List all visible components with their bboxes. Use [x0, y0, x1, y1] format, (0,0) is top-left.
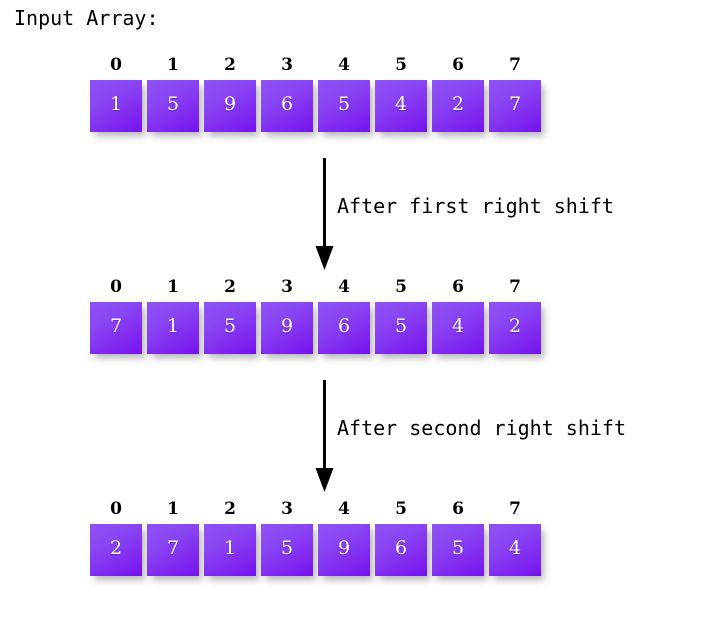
index-label: 6 [452, 277, 464, 297]
index-label: 0 [110, 499, 122, 519]
index-label: 2 [224, 277, 236, 297]
index-label: 4 [338, 55, 350, 75]
array-cell[interactable]: 9 [318, 524, 370, 576]
index-label: 6 [452, 499, 464, 519]
array-row-after-second-shift: 0 1 2 3 4 5 6 7 2 7 1 5 9 6 5 4 [90, 499, 560, 586]
index-label: 4 [338, 499, 350, 519]
cell-value: 2 [109, 536, 123, 559]
cell-value: 9 [223, 92, 237, 115]
array-cell[interactable]: 1 [147, 302, 199, 354]
index-label: 3 [281, 55, 293, 75]
cell-value: 7 [508, 92, 522, 115]
index-label: 7 [509, 499, 521, 519]
index-label: 3 [281, 499, 293, 519]
cells-strip: 1 5 9 6 5 4 2 7 [90, 80, 560, 142]
cells-strip: 7 1 5 9 6 5 4 2 [90, 302, 560, 364]
array-cell[interactable]: 1 [204, 524, 256, 576]
index-label: 0 [110, 277, 122, 297]
cell-value: 7 [109, 314, 123, 337]
array-cell[interactable]: 6 [318, 302, 370, 354]
cell-value: 6 [394, 536, 408, 559]
index-label: 5 [395, 55, 407, 75]
cell-value: 2 [451, 92, 465, 115]
index-label: 1 [167, 499, 179, 519]
array-row-input: 0 1 2 3 4 5 6 7 1 5 9 6 5 4 2 7 [90, 55, 560, 142]
array-cell[interactable]: 5 [204, 302, 256, 354]
index-label: 1 [167, 55, 179, 75]
array-cell[interactable]: 5 [318, 80, 370, 132]
cell-value: 6 [280, 92, 294, 115]
cell-value: 5 [166, 92, 180, 115]
array-cell[interactable]: 4 [432, 302, 484, 354]
array-cell[interactable]: 5 [261, 524, 313, 576]
cell-value: 1 [166, 314, 180, 337]
cell-value: 5 [394, 314, 408, 337]
down-arrow-icon [313, 380, 337, 492]
cells-strip: 2 7 1 5 9 6 5 4 [90, 524, 560, 586]
index-label: 7 [509, 277, 521, 297]
index-label: 6 [452, 55, 464, 75]
array-cell[interactable]: 4 [375, 80, 427, 132]
index-label: 2 [224, 499, 236, 519]
array-cell[interactable]: 7 [489, 80, 541, 132]
down-arrow-icon [313, 158, 337, 270]
index-label: 7 [509, 55, 521, 75]
page-title: Input Array: [14, 6, 159, 30]
index-label: 5 [395, 277, 407, 297]
array-cell[interactable]: 7 [147, 524, 199, 576]
cell-value: 6 [337, 314, 351, 337]
array-cell[interactable]: 5 [432, 524, 484, 576]
array-cell[interactable]: 7 [90, 302, 142, 354]
array-cell[interactable]: 5 [147, 80, 199, 132]
array-cell[interactable]: 6 [261, 80, 313, 132]
index-label: 4 [338, 277, 350, 297]
transition-caption: After first right shift [337, 194, 614, 218]
array-cell[interactable]: 5 [375, 302, 427, 354]
array-cell[interactable]: 6 [375, 524, 427, 576]
cell-value: 2 [508, 314, 522, 337]
index-label: 2 [224, 55, 236, 75]
array-cell[interactable]: 4 [489, 524, 541, 576]
array-cell[interactable]: 9 [204, 80, 256, 132]
index-strip: 0 1 2 3 4 5 6 7 [90, 499, 560, 524]
index-label: 0 [110, 55, 122, 75]
cell-value: 5 [337, 92, 351, 115]
cell-value: 7 [166, 536, 180, 559]
array-cell[interactable]: 2 [489, 302, 541, 354]
cell-value: 9 [280, 314, 294, 337]
cell-value: 1 [223, 536, 237, 559]
cell-value: 4 [394, 92, 408, 115]
array-cell[interactable]: 9 [261, 302, 313, 354]
index-label: 3 [281, 277, 293, 297]
array-cell[interactable]: 2 [432, 80, 484, 132]
index-label: 5 [395, 499, 407, 519]
cell-value: 5 [280, 536, 294, 559]
cell-value: 4 [451, 314, 465, 337]
cell-value: 1 [109, 92, 123, 115]
cell-value: 5 [223, 314, 237, 337]
index-label: 1 [167, 277, 179, 297]
cell-value: 4 [508, 536, 522, 559]
transition-caption: After second right shift [337, 416, 626, 440]
array-row-after-first-shift: 0 1 2 3 4 5 6 7 7 1 5 9 6 5 4 2 [90, 277, 560, 364]
array-cell[interactable]: 2 [90, 524, 142, 576]
index-strip: 0 1 2 3 4 5 6 7 [90, 277, 560, 302]
cell-value: 5 [451, 536, 465, 559]
array-cell[interactable]: 1 [90, 80, 142, 132]
index-strip: 0 1 2 3 4 5 6 7 [90, 55, 560, 80]
cell-value: 9 [337, 536, 351, 559]
